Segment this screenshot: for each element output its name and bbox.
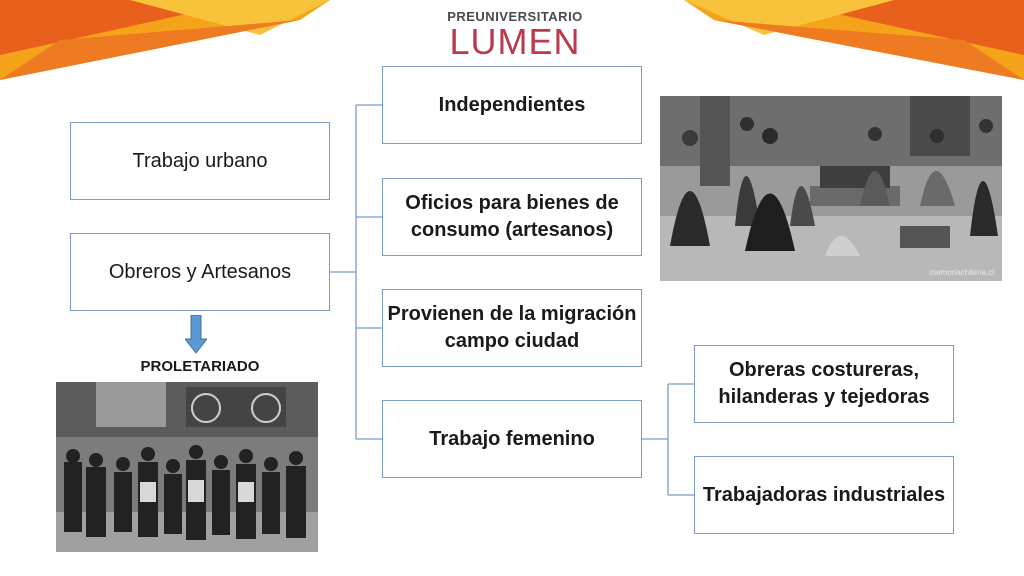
logo-top-text: PREUNIVERSITARIO (447, 9, 583, 24)
market-women-photo: memoriachilena.cl (660, 96, 1002, 281)
box-obreros-artesanos: Obreros y Artesanos (70, 233, 330, 311)
proletariat-workers-photo (56, 382, 318, 552)
logo-main-text: LUMEN (449, 21, 581, 62)
box-trabajo-femenino: Trabajo femenino (382, 400, 642, 478)
box-trabajadoras-industriales: Trabajadoras industriales (694, 456, 954, 534)
box-oficios: Oficios para bienes de consumo (artesano… (382, 178, 642, 256)
box-provienen: Provienen de la migración campo ciudad (382, 289, 642, 367)
box-obreras-costureras: Obreras costureras, hilanderas y tejedor… (694, 345, 954, 423)
proletariado-label: PROLETARIADO (140, 358, 260, 375)
photo-watermark: memoriachilena.cl (929, 268, 994, 277)
right-banner-decoration (684, 0, 1024, 90)
down-arrow-icon (185, 315, 207, 354)
lumen-logo: PREUNIVERSITARIO LUMEN (440, 6, 590, 60)
box-trabajo-urbano: Trabajo urbano (70, 122, 330, 200)
box-independientes: Independientes (382, 66, 642, 144)
left-banner-decoration (0, 0, 330, 90)
